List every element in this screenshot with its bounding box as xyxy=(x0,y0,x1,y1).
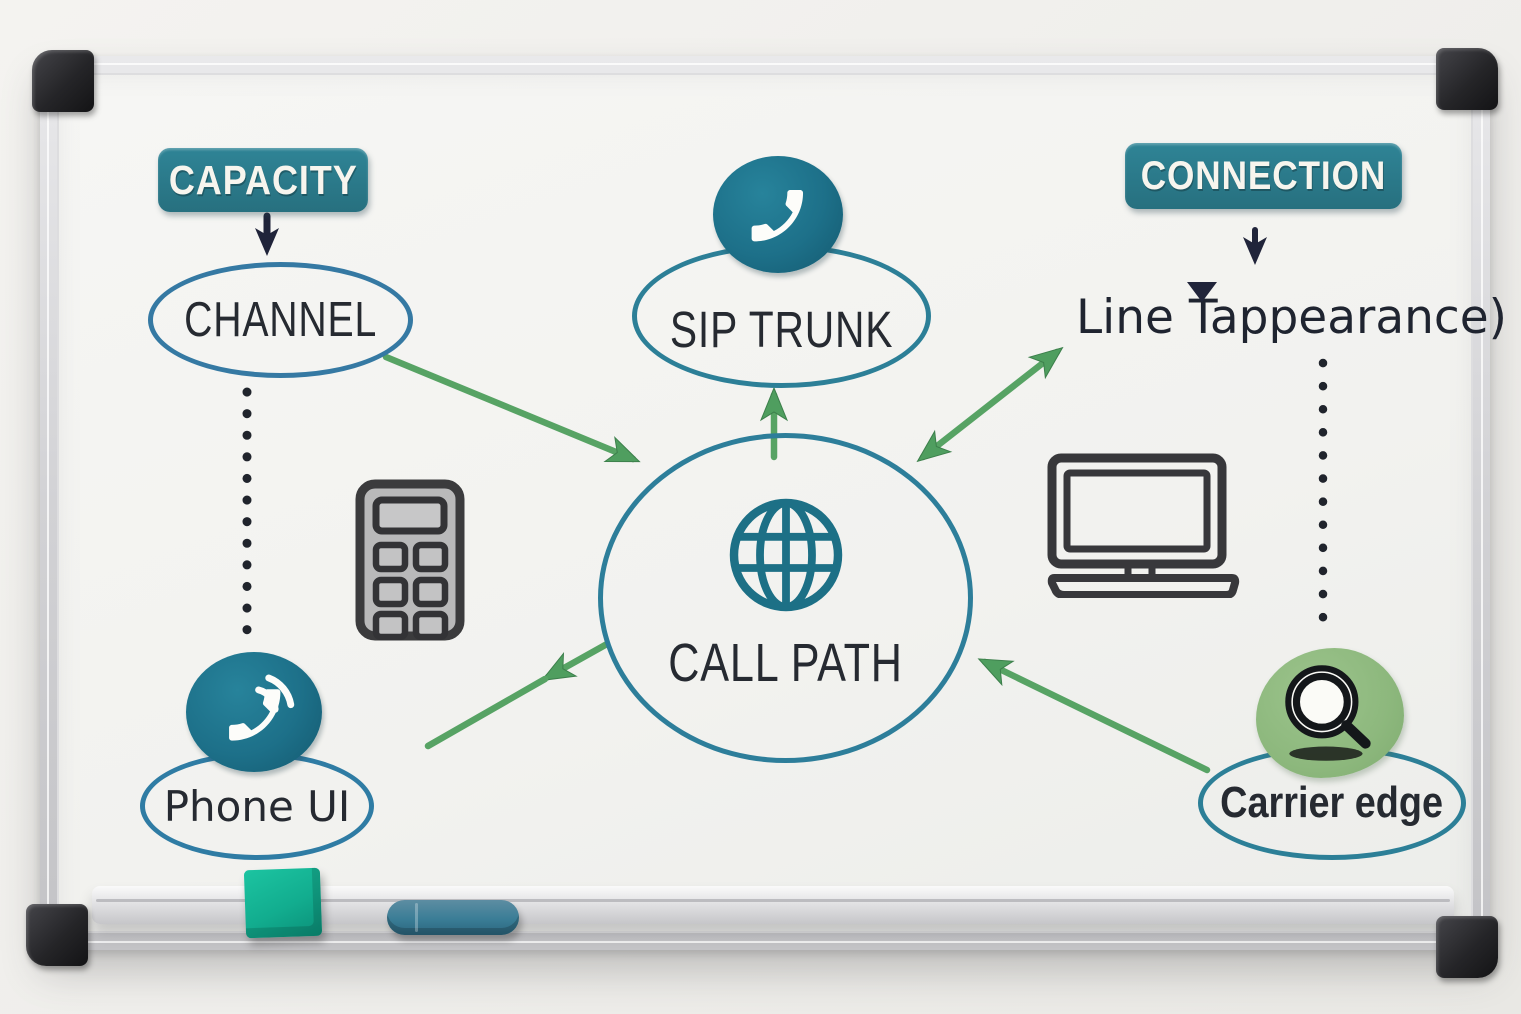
line-appearance-t-glyph: T xyxy=(1188,290,1210,345)
funnel-mark xyxy=(1186,282,1217,302)
eraser xyxy=(243,867,323,939)
marker-pen xyxy=(387,900,519,935)
phone-ui-icon-circle xyxy=(186,652,322,772)
frame-corner-bottom-right xyxy=(1436,916,1498,978)
line-appearance-label: Line Tappearance) xyxy=(1076,282,1508,345)
node-call-path: CALL PATH xyxy=(598,433,973,763)
badge-capacity: CAPACITY xyxy=(158,148,368,212)
frame-corner-top-left xyxy=(32,50,94,112)
sip-trunk-label: SIP TRUNK xyxy=(669,300,894,358)
line-appearance-suffix: appearance) xyxy=(1209,290,1508,345)
phone-handset-icon xyxy=(751,189,804,241)
calculator-icon xyxy=(355,479,465,641)
line-appearance-t: T xyxy=(1186,282,1217,345)
sip-trunk-icon-circle xyxy=(713,156,843,273)
phone-ui-label: Phone UI xyxy=(163,781,351,831)
phone-handset-waves-icon xyxy=(229,674,295,741)
frame-corner-bottom-left xyxy=(26,904,88,966)
carrier-edge-label: Carrier edge xyxy=(1220,778,1444,827)
line-appearance-prefix: Line xyxy=(1076,290,1189,345)
magnifier-icon xyxy=(1285,665,1371,761)
node-channel: CHANNEL xyxy=(148,262,413,378)
carrier-edge-blob xyxy=(1256,648,1404,778)
monitor-icon xyxy=(1047,453,1240,598)
globe-icon xyxy=(729,498,842,612)
connection-label: CONNECTION xyxy=(1140,153,1387,198)
call-path-label: CALL PATH xyxy=(668,633,903,693)
frame-corner-top-right xyxy=(1436,48,1498,110)
channel-label: CHANNEL xyxy=(184,293,377,347)
capacity-label: CAPACITY xyxy=(168,156,358,203)
badge-connection: CONNECTION xyxy=(1125,143,1402,209)
